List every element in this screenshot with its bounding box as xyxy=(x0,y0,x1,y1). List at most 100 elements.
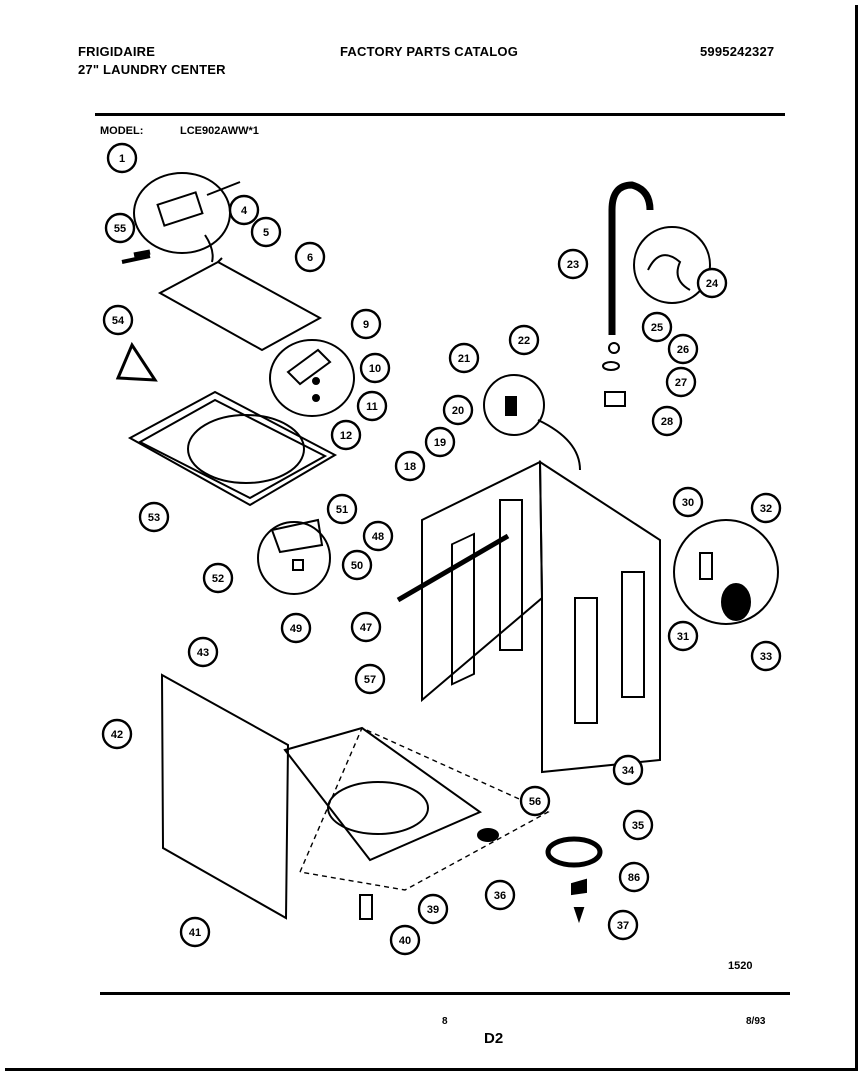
callout-label: 30 xyxy=(682,497,694,509)
callout-28: 28 xyxy=(651,405,683,437)
callout-label: 57 xyxy=(364,674,376,686)
callout-1: 1 xyxy=(106,142,138,174)
callout-circle xyxy=(102,304,134,336)
callout-circle xyxy=(622,809,654,841)
control-switch xyxy=(156,191,204,227)
callout-circle xyxy=(394,450,426,482)
brand-name: FRIGIDAIRE xyxy=(78,44,156,59)
callout-circle xyxy=(417,893,449,925)
callout-circle xyxy=(641,311,673,343)
callout-56: 56 xyxy=(519,785,551,817)
callout-label: 39 xyxy=(427,904,439,916)
callout-circle xyxy=(280,612,312,644)
callout-circle xyxy=(350,308,382,340)
revision-date: 8/93 xyxy=(746,1016,766,1027)
callout-label: 34 xyxy=(622,765,635,777)
cabinet-detail-circle xyxy=(673,519,779,625)
top-panel xyxy=(127,390,338,507)
callout-label: 26 xyxy=(677,344,689,356)
callout-48: 48 xyxy=(362,520,394,552)
callout-24: 24 xyxy=(696,267,728,299)
callout-circle xyxy=(508,324,540,356)
callout-label: 49 xyxy=(290,623,302,635)
callout-circle xyxy=(750,640,782,672)
callout-9: 9 xyxy=(350,308,382,340)
callout-label: 23 xyxy=(567,259,579,271)
callout-26: 26 xyxy=(667,333,699,365)
callout-10: 10 xyxy=(359,352,391,384)
switch-lead xyxy=(121,254,151,264)
callout-50: 50 xyxy=(341,549,373,581)
callout-label: 56 xyxy=(529,796,541,808)
callout-label: 1 xyxy=(119,153,125,165)
callout-40: 40 xyxy=(389,924,421,956)
callout-11: 11 xyxy=(356,390,388,422)
model-number: LCE902AWW*1 xyxy=(180,125,259,137)
callout-18: 18 xyxy=(394,450,426,482)
callout-circle xyxy=(618,861,650,893)
callout-label: 6 xyxy=(307,252,313,264)
callout-circle xyxy=(672,486,704,518)
callout-label: 47 xyxy=(360,622,372,634)
callout-circle xyxy=(557,248,589,280)
callout-36: 36 xyxy=(484,879,516,911)
callout-label: 41 xyxy=(189,927,201,939)
connector-detail-circle xyxy=(483,374,545,436)
callout-circle xyxy=(696,267,728,299)
footer-rule xyxy=(100,992,790,995)
base-frame xyxy=(283,726,483,862)
callout-6: 6 xyxy=(294,241,326,273)
bleach-funnel xyxy=(115,341,158,382)
callout-label: 19 xyxy=(434,437,446,449)
callout-19: 19 xyxy=(424,426,456,458)
callout-label: 36 xyxy=(494,890,506,902)
callout-label: 55 xyxy=(114,223,126,235)
lid xyxy=(157,260,323,352)
callout-label: 20 xyxy=(452,405,464,417)
glide-part xyxy=(477,828,499,842)
sheet-label: D2 xyxy=(484,1030,504,1047)
callout-circle xyxy=(326,493,358,525)
hose-clamp-circle xyxy=(633,226,711,304)
callout-circle xyxy=(607,909,639,941)
callout-circle xyxy=(179,916,211,948)
callout-39: 39 xyxy=(417,893,449,925)
callout-circle xyxy=(359,352,391,384)
callout-label: 32 xyxy=(760,503,772,515)
callout-circle xyxy=(228,194,260,226)
page-frame xyxy=(5,5,858,1071)
callout-circle xyxy=(667,333,699,365)
callout-86: 86 xyxy=(618,861,650,893)
callout-53: 53 xyxy=(138,501,170,533)
callout-label: 22 xyxy=(518,335,530,347)
header-rule xyxy=(95,113,785,116)
callout-label: 54 xyxy=(112,315,125,327)
callout-circle xyxy=(104,212,136,244)
callout-label: 28 xyxy=(661,416,673,428)
callout-31: 31 xyxy=(667,620,699,652)
callout-label: 33 xyxy=(760,651,772,663)
part-drawings xyxy=(115,172,779,924)
catalog-part-number: 5995242327 xyxy=(700,44,775,59)
callout-57: 57 xyxy=(354,663,386,695)
callout-circle xyxy=(187,636,219,668)
callout-circle xyxy=(484,879,516,911)
hinge-rod xyxy=(396,533,510,603)
callout-circle xyxy=(350,611,382,643)
callout-circle xyxy=(101,718,133,750)
callout-22: 22 xyxy=(508,324,540,356)
callout-circle xyxy=(294,241,326,273)
callout-43: 43 xyxy=(187,636,219,668)
latch-detail-circle xyxy=(257,521,331,595)
callout-circle xyxy=(651,405,683,437)
drain-hose xyxy=(608,181,654,335)
callout-circle xyxy=(138,501,170,533)
callout-circle xyxy=(250,216,282,248)
callout-label: 37 xyxy=(617,920,629,932)
cabinet-front xyxy=(421,460,544,703)
callout-label: 52 xyxy=(212,573,224,585)
callout-circle xyxy=(665,366,697,398)
callout-circle xyxy=(424,426,456,458)
callout-47: 47 xyxy=(350,611,382,643)
page-number: 8 xyxy=(442,1016,448,1027)
